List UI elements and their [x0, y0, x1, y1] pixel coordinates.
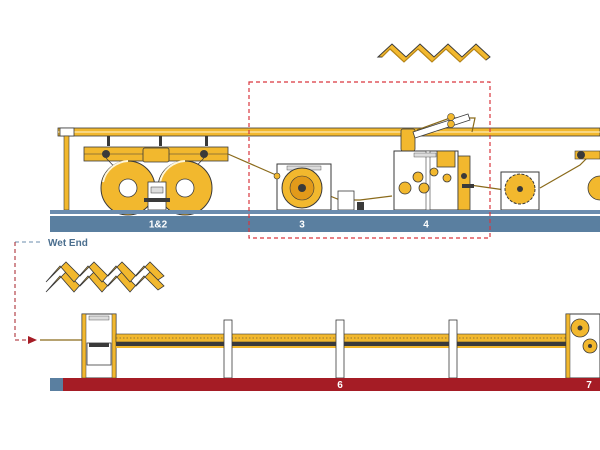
wet-end-connector: [14, 241, 40, 344]
upper-section-bar: 1&2 3 4: [50, 210, 600, 232]
triplex-preheater-icon: [500, 150, 600, 211]
section-label-1-2: 1&2: [149, 220, 168, 231]
section-label-3: 3: [299, 220, 305, 231]
preheater-icon: [273, 163, 364, 211]
arrow-right-icon: [28, 336, 37, 344]
overhead-bridge: [57, 127, 600, 211]
single-facer-icon: [393, 113, 474, 211]
wet-end-label: Wet End: [48, 238, 88, 249]
section-label-4: 4: [423, 220, 429, 231]
roll-stand-icon: [83, 146, 229, 216]
double-backer-icon: [40, 313, 600, 379]
lower-section-bar: 6 7: [50, 378, 600, 391]
section-label-6: 6: [337, 380, 343, 391]
section-label-7: 7: [586, 380, 592, 391]
corrugated-stack-icon: [45, 261, 165, 293]
corrugated-sheet-icon: [376, 43, 491, 63]
highlight-box: [248, 81, 491, 239]
